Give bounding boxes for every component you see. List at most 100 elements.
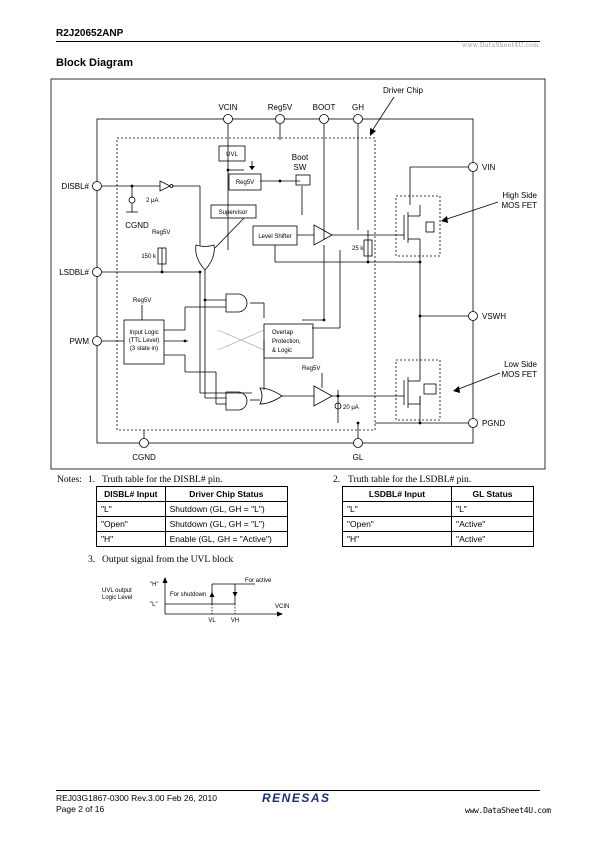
uvl-output-graph: UVL output Logic Level "H" "L" For activ… xyxy=(102,577,289,624)
table-cell: "H" xyxy=(341,531,453,547)
input-logic-label-3: (3 state in) xyxy=(130,346,158,352)
label-reg5v-a: Reg5V xyxy=(152,230,170,236)
note3-title: Output signal from the UVL block xyxy=(102,555,234,565)
or-gate-low xyxy=(259,387,283,405)
uvl-ylabel-1: UVL output xyxy=(102,588,132,594)
table-row: "Open" "Active" xyxy=(341,516,534,532)
label-pgnd: PGND xyxy=(482,419,505,428)
footer-rule xyxy=(56,790,540,791)
vcin-label: VCIN xyxy=(275,604,289,610)
boot-sw-label-1: Boot xyxy=(292,153,309,162)
pin-disbl xyxy=(92,181,102,191)
pin-pgnd xyxy=(468,418,478,428)
resistor-150k xyxy=(157,247,167,265)
lsdbl-truth-table: LSDBL# Input GL Status "L" "L" "Open" "A… xyxy=(341,486,534,547)
label-150k: 150 k xyxy=(141,254,157,260)
disbl-truth-table: DISBL# Input Driver Chip Status "L" Shut… xyxy=(96,486,289,547)
and-gate-low xyxy=(225,391,248,411)
notes-prefix: Notes: xyxy=(57,475,82,485)
pin-pwm xyxy=(92,336,102,346)
note2-num: 2. xyxy=(333,475,341,485)
table-header: Driver Chip Status xyxy=(164,486,289,502)
table-header: GL Status xyxy=(451,486,534,502)
table-row: "H" Enable (GL, GH = "Active") xyxy=(96,531,289,547)
supervisor-block xyxy=(210,204,257,219)
part-number: R2J20652ANP xyxy=(56,28,124,39)
label-gh: GH xyxy=(352,103,364,112)
driver-chip-label: Driver Chip xyxy=(383,86,424,95)
table-row: "H" "Active" xyxy=(341,531,534,547)
label-reg5v: Reg5V xyxy=(268,103,293,112)
uvl-block xyxy=(218,145,246,162)
label-disbl: DISBL# xyxy=(61,182,89,191)
overlap-protection-block xyxy=(263,323,314,359)
uvl-label: UVL xyxy=(226,152,238,158)
high-side-fet-box xyxy=(395,195,441,257)
note3-num: 3. xyxy=(88,555,96,565)
label-cgnd-inner: CGND xyxy=(125,221,149,230)
table-cell: Shutdown (GL, GH = "L") xyxy=(164,516,289,532)
pin-gl xyxy=(353,438,363,448)
label-vswh: VSWH xyxy=(482,312,506,321)
label-cgnd: CGND xyxy=(132,453,156,462)
diagram-frame xyxy=(50,78,546,470)
disbl-inverter xyxy=(159,180,171,192)
footer-page-line: Page 2 of 16 xyxy=(56,804,105,814)
overlap-label-3: & Logic xyxy=(272,348,292,354)
uvl-ylabel-2: Logic Level xyxy=(102,595,132,601)
pin-vcin xyxy=(223,114,233,124)
footer-doc-line: REJ03G1867-0300 Rev.3.00 Feb 26, 2010 xyxy=(56,793,217,803)
low-side-buffer xyxy=(313,385,333,407)
overlap-label-1: Overlap xyxy=(272,330,294,336)
level-shifter-block xyxy=(252,225,298,246)
table-cell: "Open" xyxy=(96,516,166,532)
label-low-side-2: MOS FET xyxy=(501,370,537,379)
package-outline xyxy=(96,118,474,444)
label-20ua: 20 µA xyxy=(343,405,359,411)
overlap-label-2: Protection, xyxy=(272,339,301,345)
label-vcin: VCIN xyxy=(218,103,237,112)
uvl-h-label: "H" xyxy=(150,582,159,588)
watermark-top: www.DataSheet4U.com xyxy=(461,42,539,49)
table-cell: Shutdown (GL, GH = "L") xyxy=(164,501,289,517)
table-header: LSDBL# Input xyxy=(341,486,453,502)
table-header: DISBL# Input xyxy=(96,486,166,502)
active-arrow xyxy=(232,592,238,597)
label-2ua: 2 µA xyxy=(146,198,158,204)
boot-sw-label-2: SW xyxy=(294,163,307,172)
current-source-20ua xyxy=(334,402,342,410)
and-gate-high xyxy=(225,293,248,313)
note1-num: 1. xyxy=(88,475,96,485)
note1-title: Truth table for the DISBL# pin. xyxy=(102,475,223,485)
shutdown-arrow xyxy=(209,592,215,597)
pin-vswh xyxy=(468,311,478,321)
table-cell: Enable (GL, GH = "Active") xyxy=(164,531,289,547)
table-cell: "L" xyxy=(451,501,534,517)
input-logic-label-1: Input Logic xyxy=(129,330,158,336)
pin-cgnd xyxy=(139,438,149,448)
label-high-side-1: High Side xyxy=(502,191,537,200)
for-active-label: For active xyxy=(245,578,272,584)
pin-vin xyxy=(468,162,478,172)
table-cell: "L" xyxy=(341,501,453,517)
table-cell: "Active" xyxy=(451,516,534,532)
label-high-side-2: MOS FET xyxy=(501,201,537,210)
pin-gh xyxy=(353,114,363,124)
note2-title: Truth table for the LSDBL# pin. xyxy=(348,475,472,485)
table-cell: "H" xyxy=(96,531,166,547)
vh-label: VH xyxy=(231,618,239,624)
table-row: "L" "L" xyxy=(341,501,534,517)
label-low-side-1: Low Side xyxy=(504,360,537,369)
header-rule xyxy=(56,41,540,42)
label-gl: GL xyxy=(353,453,364,462)
pin-boot xyxy=(319,114,329,124)
pin-reg5v xyxy=(275,114,285,124)
table-row: "Open" Shutdown (GL, GH = "L") xyxy=(96,516,289,532)
boot-sw xyxy=(295,174,311,186)
table-row: "L" Shutdown (GL, GH = "L") xyxy=(96,501,289,517)
level-shifter-label: Level Shifter xyxy=(258,234,291,240)
for-shutdown-label: For shutdown xyxy=(170,592,206,598)
vl-label: VL xyxy=(208,618,216,624)
table-cell: "L" xyxy=(96,501,166,517)
label-reg5v-c: Reg5V xyxy=(302,366,320,372)
